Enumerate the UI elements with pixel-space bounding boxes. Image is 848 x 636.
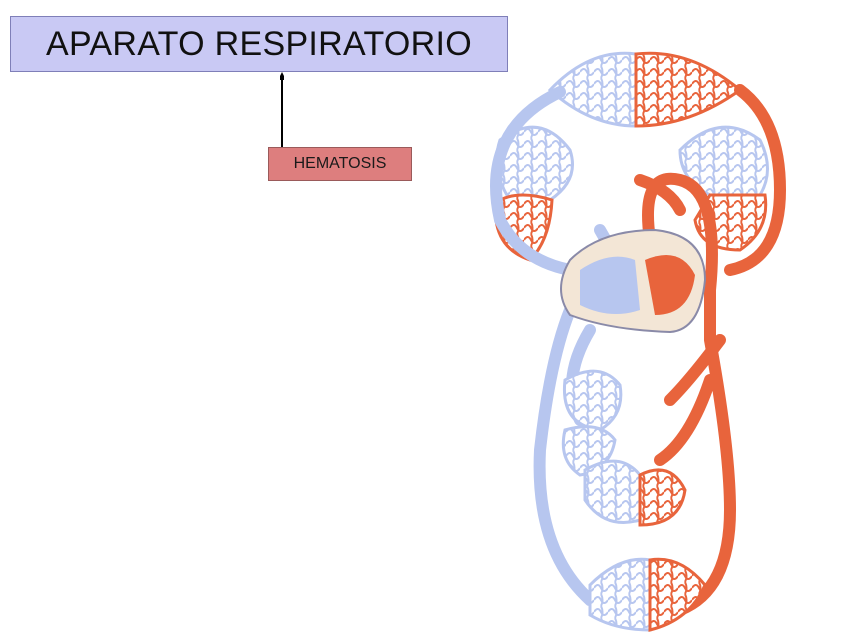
hematosis-box: HEMATOSIS [268, 147, 412, 181]
lower-capillary-bed [590, 559, 705, 630]
title-box: APARATO RESPIRATORIO [10, 16, 508, 72]
upper-capillary-bed [550, 53, 740, 126]
heart [561, 230, 705, 332]
hematosis-text: HEMATOSIS [294, 155, 387, 173]
circulation-diagram [440, 30, 800, 636]
title-text: APARATO RESPIRATORIO [46, 25, 472, 64]
connector-arrow [280, 72, 284, 148]
